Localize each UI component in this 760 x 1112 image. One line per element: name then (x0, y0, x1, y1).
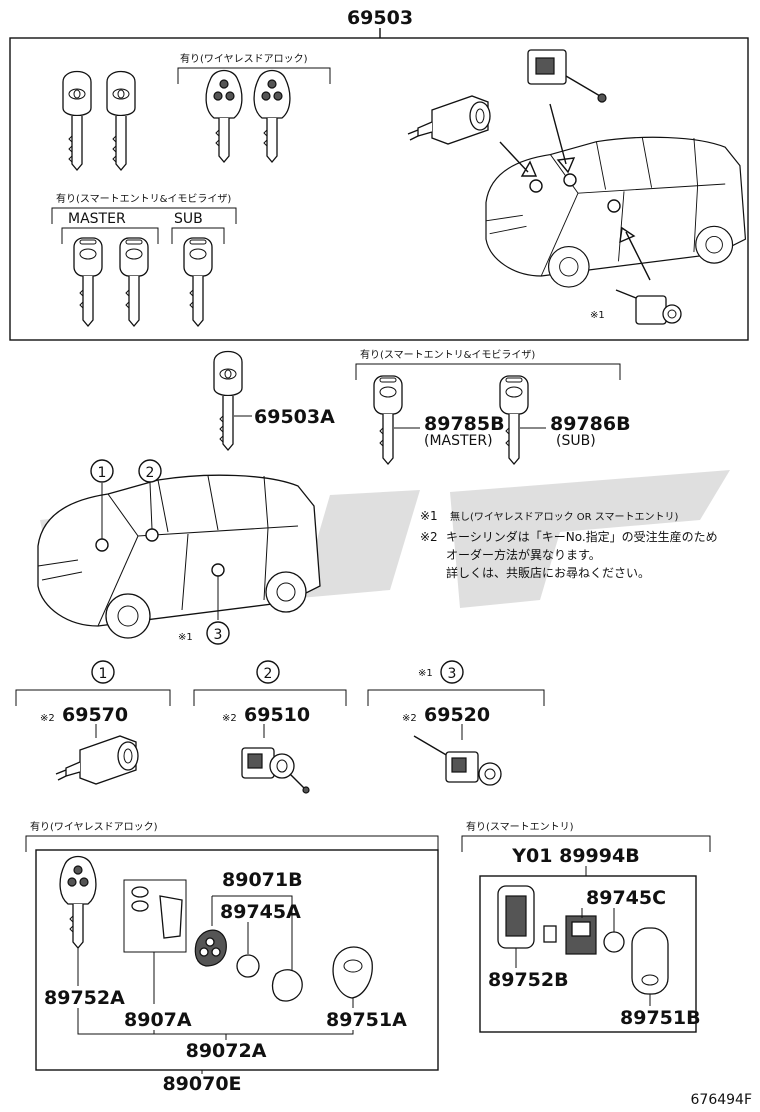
note-1-text: 無し(ワイヤレスドアロック OR スマートエントリ) (450, 510, 678, 523)
illustration-id: 676494F (691, 1092, 753, 1108)
note-2-line-3: 詳しくは、共販店にお尋ねください。 (446, 565, 650, 580)
smart-note: 有り(スマートエントリ&イモビライザ) (56, 192, 231, 205)
wireless-key-illustration (59, 855, 97, 949)
transmitter-board-illustration (123, 879, 187, 953)
part-no-Y01-89994B: Y01 89994B (511, 845, 639, 867)
callout-3-ref: ※1 (178, 632, 193, 643)
plain-key (106, 70, 136, 171)
cylinder-2-number: 2 (264, 666, 273, 682)
wireless-kit-box (35, 849, 439, 1071)
cylinder-1-mark: ※2 (40, 713, 55, 724)
key-head-illustration (332, 946, 373, 999)
master-key-illustration (373, 375, 403, 465)
wireless-note: 有り(ワイヤレスドアロック) (180, 52, 308, 65)
smart-cover-illustration (631, 927, 669, 995)
ref-mark: ※1 (590, 310, 605, 321)
svg-text:2: 2 (146, 465, 155, 481)
arrow-icon (499, 141, 538, 177)
part-no-89751A: 89751A (326, 1009, 407, 1031)
part-no-89745C: 89745C (586, 887, 666, 909)
arrow-icon (619, 226, 651, 281)
part-no-89751B: 89751B (620, 1007, 701, 1029)
part-no-89071B: 89071B (222, 869, 303, 891)
top-assembly-part-no: 69503 (347, 7, 413, 29)
part-no-89752A: 89752A (44, 987, 125, 1009)
rear-cylinder-illustration (615, 289, 682, 325)
cylinder-3-number: 3 (448, 666, 457, 682)
key-case-illustration (194, 929, 227, 967)
part-no-8907A: 8907A (124, 1009, 192, 1031)
part-no-89745A: 89745A (220, 901, 301, 923)
master-key-subtitle: (MASTER) (424, 433, 493, 449)
arrow-icon (549, 103, 576, 174)
ignition-cylinder-illustration (407, 95, 491, 145)
wireless-kit-note: 有り(ワイヤレスドアロック) (30, 820, 158, 833)
svg-text:1: 1 (98, 465, 107, 481)
cylinder-3-prefix: ※1 (418, 668, 433, 679)
callout-circle-3: 3 (206, 621, 230, 645)
cylinder-1-group: 1 ※2 69570 (15, 660, 171, 785)
note-1-mark: ※1 (420, 509, 438, 523)
callout-circle-2: 2 (138, 459, 162, 483)
cylinder-1-part-no: 69570 (62, 704, 128, 726)
cylinder-3-group: ※1 3 ※2 69520 (367, 660, 545, 786)
remote-key (253, 69, 291, 163)
smart-key-sub (183, 237, 213, 327)
smart-board-illustration (565, 915, 597, 955)
battery-illustration (236, 954, 260, 978)
door-cylinder-illustration (527, 49, 607, 103)
note-2-line-1: キーシリンダは「キーNo.指定」の受注生産のため (446, 529, 718, 544)
svg-text:3: 3 (214, 627, 223, 643)
cylinder-2-part-no: 69510 (244, 704, 310, 726)
cylinder-3-part-no: 69520 (424, 704, 490, 726)
master-label: MASTER (68, 211, 126, 227)
top-assembly-box (9, 37, 749, 341)
smart-key-master (73, 237, 103, 327)
battery-illustration (603, 931, 625, 953)
blank-key-part-no: 69503A (254, 406, 335, 428)
spacer-illustration (543, 925, 557, 943)
plain-key (62, 70, 92, 171)
cylinder-2-group: 2 ※2 69510 (193, 660, 347, 794)
note-2-line-2: オーダー方法が異なります。 (446, 547, 601, 562)
remote-key (205, 69, 243, 163)
cover-illustration (271, 969, 303, 1002)
cylinder-1-number: 1 (99, 666, 108, 682)
callout-circle-1: 1 (90, 459, 114, 483)
note-2-mark: ※2 (420, 530, 438, 544)
sub-key-subtitle: (SUB) (556, 433, 596, 449)
sub-label: SUB (174, 211, 203, 227)
smart-key-master (119, 237, 149, 327)
sub-key-part-no: 89786B (550, 413, 631, 435)
cylinder-3-mark: ※2 (402, 713, 417, 724)
part-no-89070E: 89070E (162, 1073, 241, 1095)
part-no-89752B: 89752B (488, 969, 569, 991)
part-no-89072A: 89072A (186, 1040, 267, 1062)
smart-kit-box (479, 875, 697, 1033)
cylinder-2-mark: ※2 (222, 713, 237, 724)
vehicle-illustration (37, 474, 321, 639)
smart-key-body-illustration (497, 885, 535, 949)
smart-kit-note: 有り(スマートエントリ) (466, 820, 574, 833)
blank-key-illustration (213, 350, 243, 451)
master-key-part-no: 89785B (424, 413, 505, 435)
smart-key-note: 有り(スマートエントリ&イモビライザ) (360, 348, 535, 361)
